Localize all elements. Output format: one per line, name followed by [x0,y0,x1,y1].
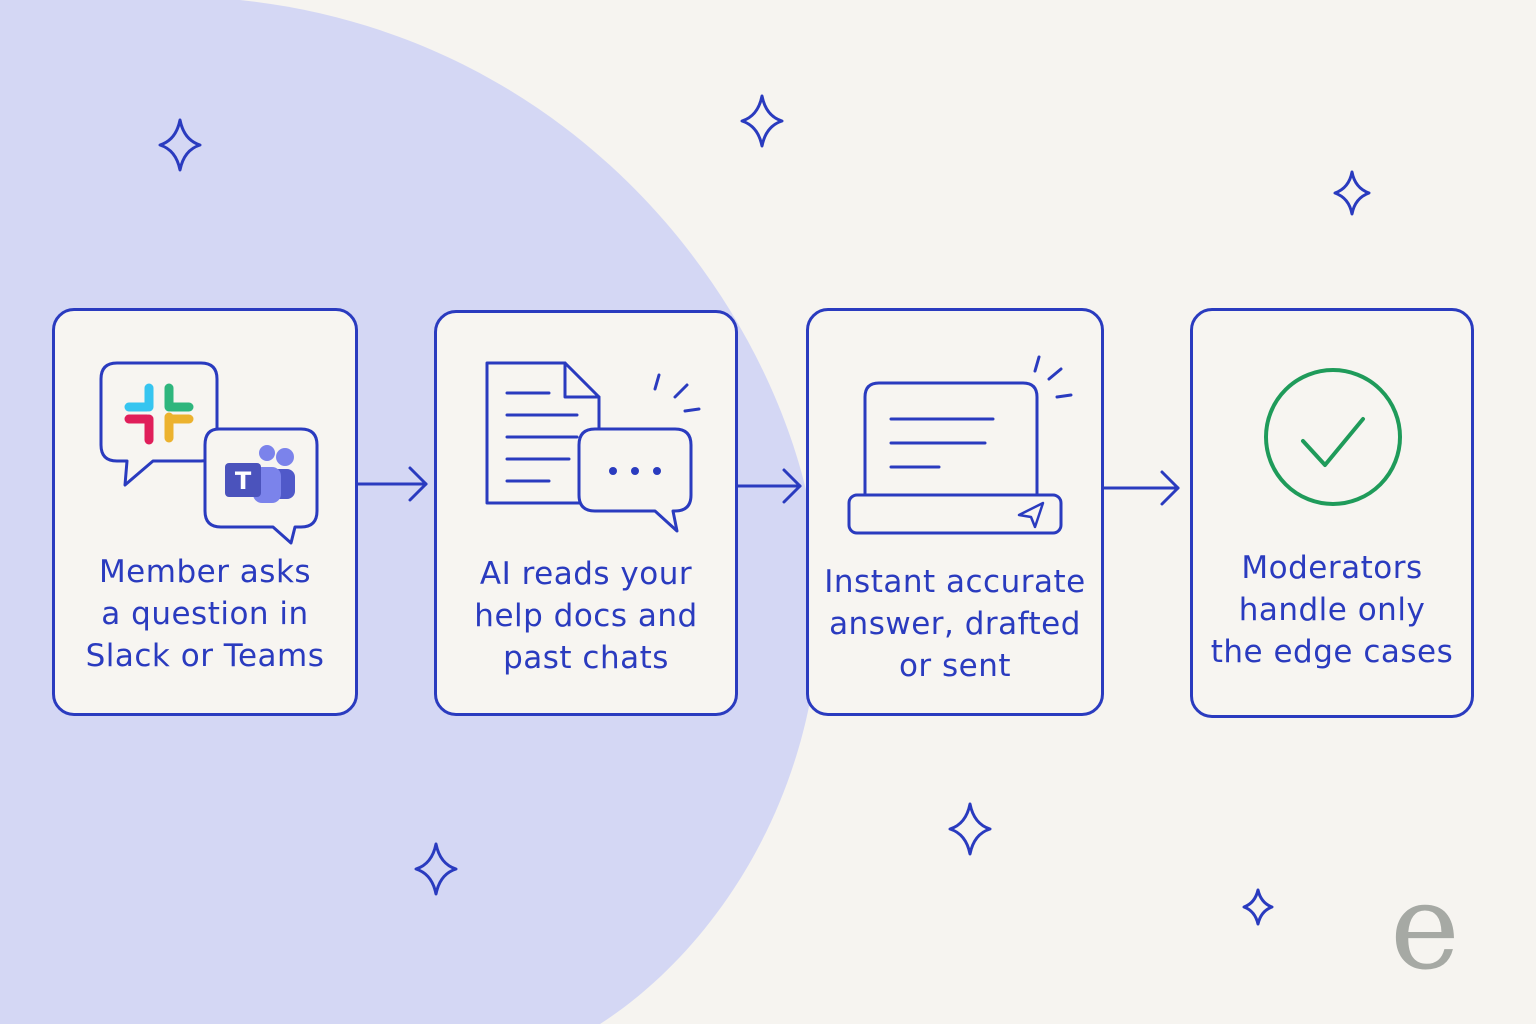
flow-arrow [356,466,428,502]
step-card-1: T Member asks a question in Slack or Tea… [52,308,358,716]
message-window-icon [863,381,1039,497]
answer-illustration [847,355,1073,535]
check-circle-icon [1264,368,1402,506]
step-label-line: handle only [1238,592,1426,628]
step-label: Member asks a question in Slack or Teams [65,551,345,677]
compose-bar [847,493,1063,535]
sparkle-icon [740,94,784,148]
flow-arrow [1102,470,1180,506]
step-label-line: past chats [503,640,669,676]
sparkle-icon [948,802,992,856]
step-label: AI reads your help docs and past chats [447,553,725,679]
chat-apps-illustration: T [99,361,319,545]
step-label: Instant accurate answer, drafted or sent [819,561,1091,687]
step-label-line: AI reads your [479,556,693,592]
flow-arrow [736,468,802,504]
step-label-line: a question in [101,596,309,632]
step-card-2: AI reads your help docs and past chats [434,310,738,716]
send-icon [1017,501,1045,529]
sparkle-icon [414,842,458,896]
step-card-4: Moderators handle only the edge cases [1190,308,1474,718]
emphasis-marks [1033,355,1073,399]
step-card-3: Instant accurate answer, drafted or sent [806,308,1104,716]
step-label-line: Member asks [98,554,312,590]
teams-logo-icon: T [225,445,295,503]
sparkle-icon [1242,888,1274,926]
step-label-line: answer, drafted [829,606,1081,642]
step-label: Moderators handle only the edge cases [1203,547,1461,673]
sparkle-icon [1333,170,1371,216]
done-illustration [1264,368,1402,506]
typing-chat-bubble-icon [577,427,693,533]
background-blob [0,0,821,1024]
step-label-line: Slack or Teams [85,638,325,674]
step-label-line: Moderators [1241,550,1423,586]
svg-text:T: T [235,467,252,495]
step-label-line: help docs and [474,598,698,634]
emphasis-marks [653,373,701,413]
watermark-logo: e [1390,858,1460,996]
step-label-line: or sent [898,648,1012,684]
slack-logo-icon [124,383,194,445]
chat-bubble-icon [99,361,219,487]
step-label-line: Instant accurate [824,564,1086,600]
sparkle-icon [158,118,202,172]
docs-and-chats-illustration [485,361,701,533]
step-label-line: the edge cases [1210,634,1454,670]
